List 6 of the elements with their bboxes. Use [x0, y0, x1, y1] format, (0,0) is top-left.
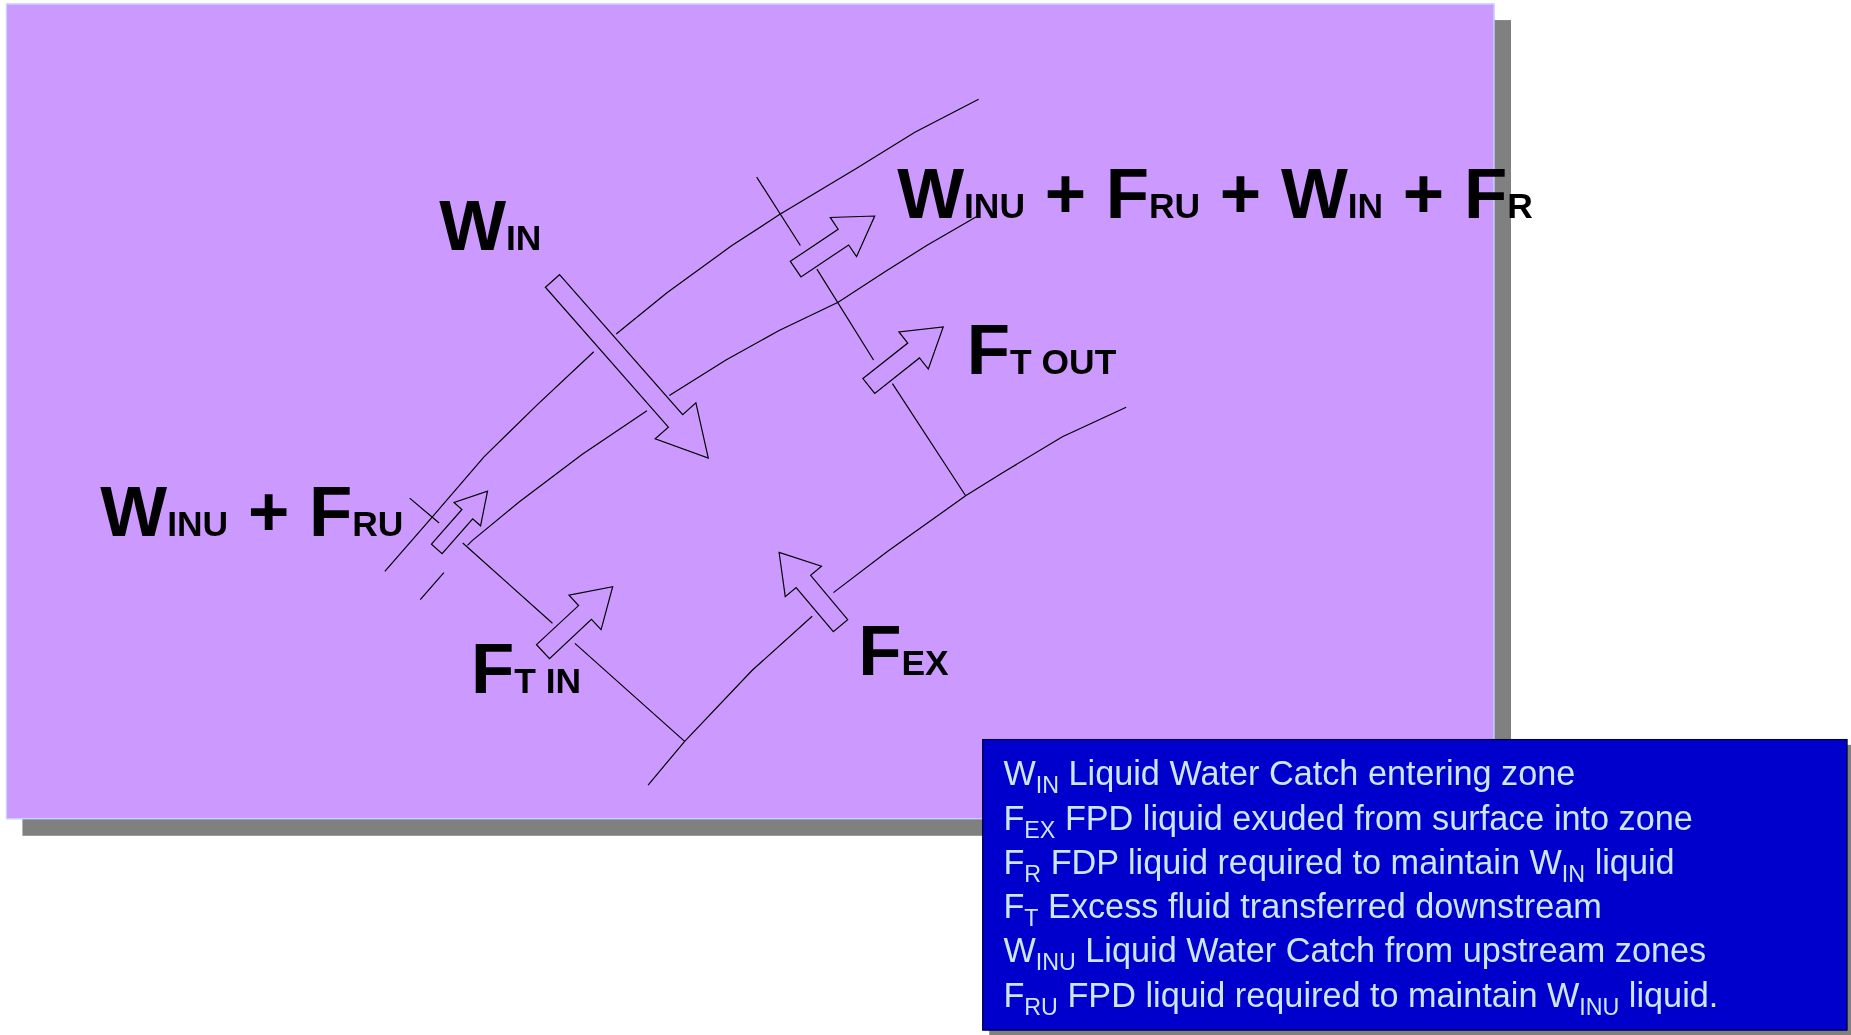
- legend-text: F$_{EX}$ FPD liquid exuded from surface into zone: [1003, 801, 1693, 842]
- legend-text: W$_{IN}$ Liquid Water Catch entering zone: [1003, 756, 1576, 798]
- legend-text: W$_{INU}$ Liquid Water Catch from upstream zones: [1003, 934, 1707, 975]
- legend-text: F$_{R}$ FDP liquid required to maintain W$_{IN}$ liquid: [1003, 845, 1675, 887]
- legend-text: F$_{RU}$ FPD liquid required to maintain W$_{INU}$ liquid.: [1003, 978, 1719, 1020]
- legend-text: F$_{T}$ Excess fluid transferred downstream: [1003, 889, 1602, 931]
